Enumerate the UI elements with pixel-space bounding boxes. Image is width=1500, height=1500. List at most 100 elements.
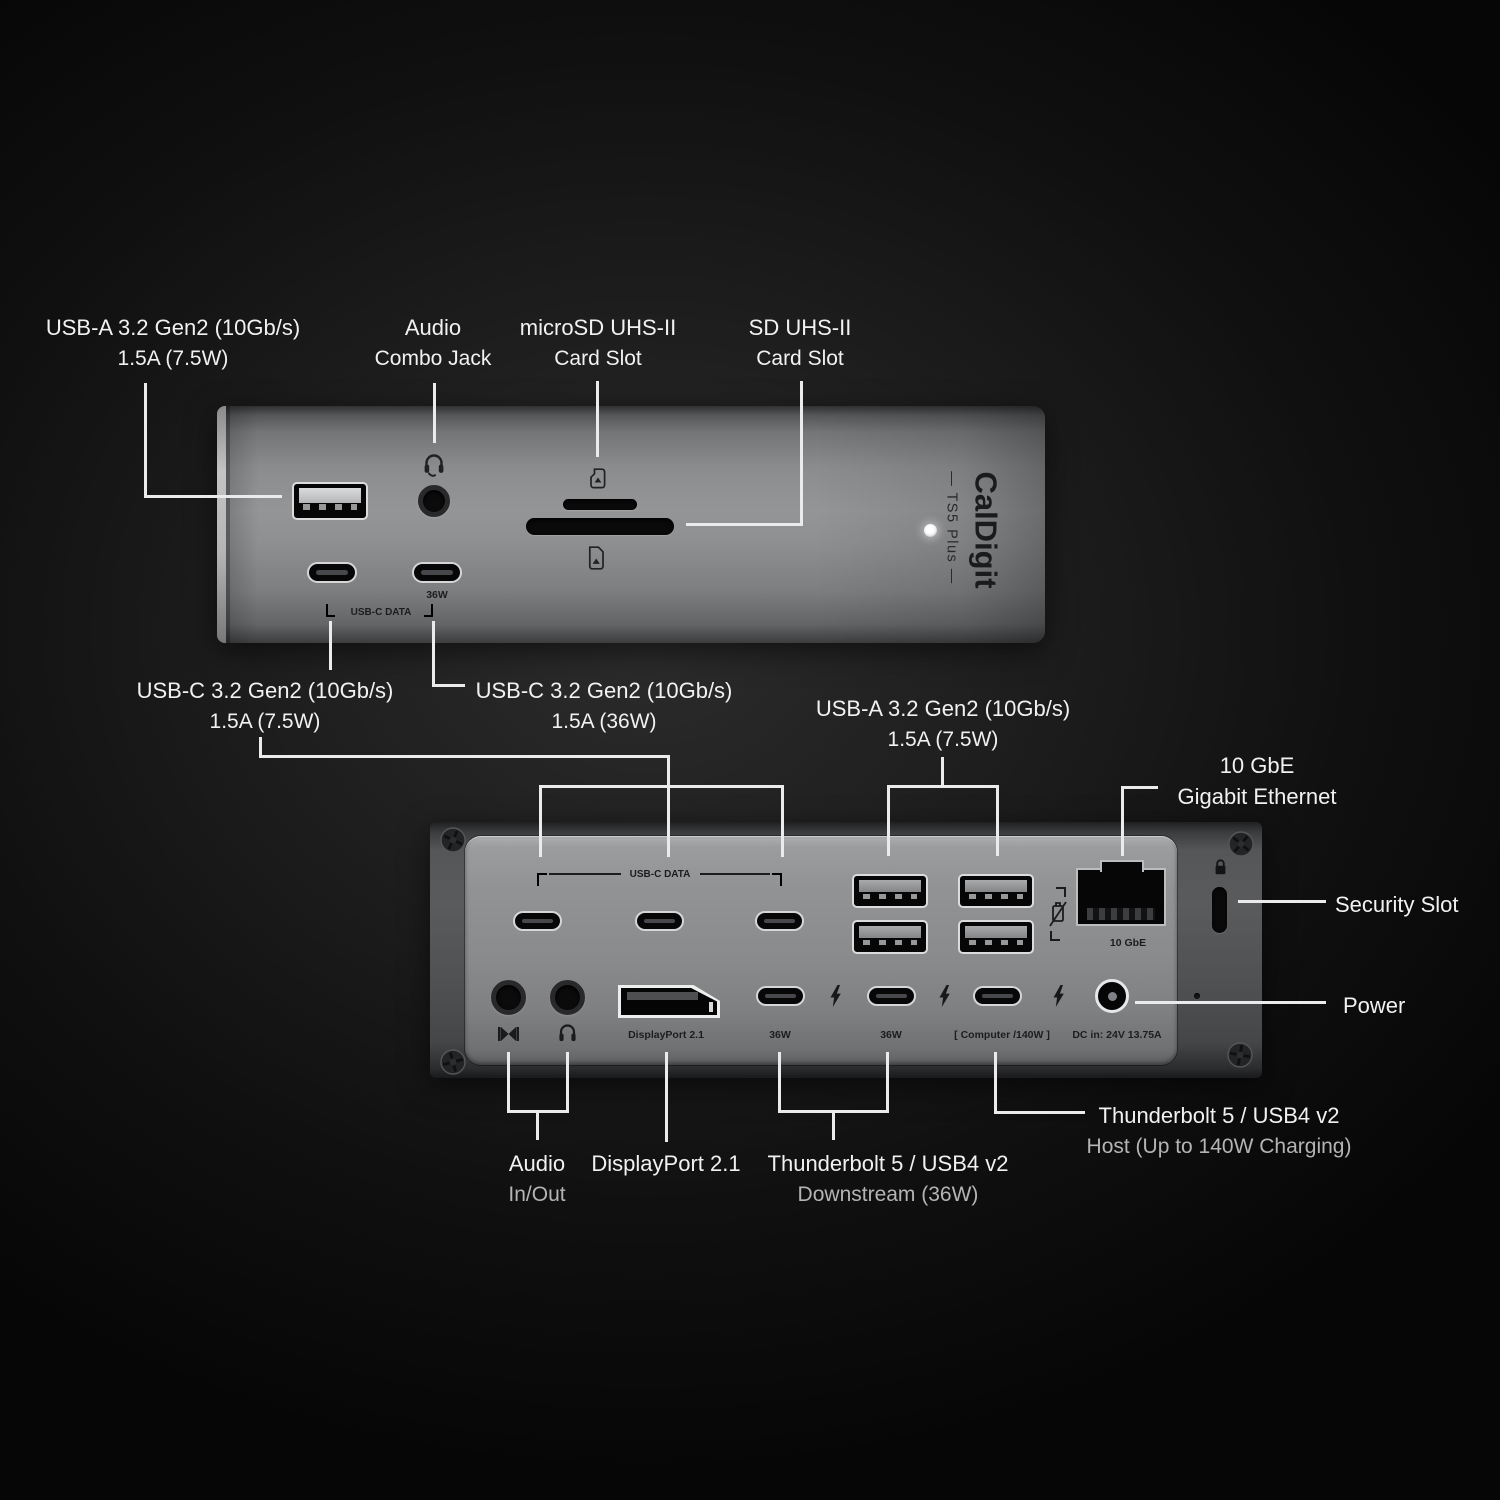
led-indicator bbox=[924, 524, 937, 537]
model-text: — TS5 Plus — bbox=[943, 471, 960, 585]
printed-dc-in: DC in: 24V 13.75A bbox=[1072, 1029, 1162, 1041]
thunderbolt-bolt-icon bbox=[938, 985, 951, 1007]
reset-pinhole bbox=[1194, 993, 1200, 999]
usb-c-port-front-1 bbox=[307, 562, 357, 583]
printed-bracket-left bbox=[326, 604, 335, 617]
audio-combo-jack bbox=[418, 485, 450, 517]
label-usbc-36: USB-C 3.2 Gen2 (10Gb/s) 1.5A (36W) bbox=[475, 678, 733, 733]
thunderbolt-bolt-icon bbox=[1052, 985, 1065, 1007]
displayport-port bbox=[618, 985, 720, 1018]
dc-power-jack bbox=[1095, 979, 1129, 1013]
screw-icon bbox=[1227, 1042, 1253, 1073]
printed-displayport: DisplayPort 2.1 bbox=[628, 1029, 704, 1041]
usb-c-data-port-3 bbox=[755, 911, 804, 931]
callout-line-usb-a-front bbox=[144, 495, 282, 498]
callout-line-usb-a-front bbox=[144, 383, 147, 498]
callout-line-ethernet bbox=[1121, 786, 1124, 856]
label-microsd: microSD UHS-II Card Slot bbox=[519, 315, 677, 370]
callout-line-usbc-75 bbox=[329, 621, 332, 670]
headset-icon bbox=[423, 452, 445, 478]
callout-bracket-usb-a-back bbox=[996, 785, 999, 856]
thunderbolt-bolt-icon bbox=[829, 985, 842, 1007]
printed-usb-c-data-back: USB-C DATA bbox=[629, 869, 691, 880]
label-security-slot: Security Slot bbox=[1335, 892, 1459, 917]
headphones-icon bbox=[558, 1022, 577, 1044]
printed-bracket-right bbox=[772, 873, 782, 886]
label-tb-host: Thunderbolt 5 / USB4 v2 Host (Up to 140W… bbox=[1086, 1103, 1352, 1158]
usb-a-port-back-2 bbox=[958, 874, 1034, 908]
callout-line-sd bbox=[686, 523, 803, 526]
back-io-panel: USB-C DATA bbox=[465, 836, 1177, 1065]
thunderbolt-port-host bbox=[973, 986, 1022, 1006]
callout-bracket-usbc-data bbox=[539, 785, 784, 788]
callout-line-sd bbox=[800, 381, 803, 526]
dock-front-view: 36W USB-C DATA — TS5 Plus — CalDigit bbox=[217, 406, 1045, 643]
printed-bracket-line-left bbox=[549, 873, 621, 875]
sd-card-slot bbox=[526, 518, 674, 535]
printed-36w-1: 36W bbox=[769, 1029, 791, 1041]
audio-inout-icon bbox=[498, 1026, 519, 1042]
usb-a-port-back-3 bbox=[852, 920, 928, 954]
callout-line-security bbox=[1238, 900, 1326, 903]
brand-logo: CalDigit bbox=[968, 471, 1004, 589]
callout-bracket-tb-downstream bbox=[832, 1110, 835, 1140]
callout-bracket-usb-a-back bbox=[887, 785, 999, 788]
usb-a-port-front bbox=[292, 482, 368, 520]
usb-c-port-front-2 bbox=[412, 562, 462, 583]
callout-line-power bbox=[1135, 1001, 1326, 1004]
battery-charging-icon bbox=[1048, 886, 1068, 942]
callout-line-usbc-data bbox=[667, 755, 670, 857]
callout-line-usbc-data bbox=[259, 737, 262, 758]
usb-a-tab bbox=[299, 488, 361, 503]
usb-c-data-port-2 bbox=[635, 911, 684, 931]
label-audio-combo: Audio Combo Jack bbox=[374, 315, 492, 370]
printed-bracket-left bbox=[537, 873, 547, 886]
callout-bracket-audio-io bbox=[566, 1052, 569, 1113]
usb-a-port-back-4 bbox=[958, 920, 1034, 954]
callout-bracket-usb-a-back bbox=[887, 785, 890, 856]
usb-a-port-back-1 bbox=[852, 874, 928, 908]
microsd-card-icon bbox=[589, 468, 607, 489]
screw-icon bbox=[1228, 831, 1254, 862]
callout-line-usbc-36 bbox=[432, 684, 465, 687]
label-sd: SD UHS-II Card Slot bbox=[748, 315, 852, 370]
audio-out-jack bbox=[550, 980, 585, 1015]
thunderbolt-port-downstream-1 bbox=[756, 986, 805, 1006]
microsd-card-slot bbox=[563, 499, 637, 510]
label-audio-io: Audio In/Out bbox=[508, 1151, 566, 1206]
printed-10gbe: 10 GbE bbox=[1109, 937, 1147, 949]
screw-icon bbox=[440, 1049, 466, 1080]
printed-bracket-line-right bbox=[700, 873, 770, 875]
callout-bracket-usbc-data bbox=[539, 785, 542, 857]
label-usbc-75: USB-C 3.2 Gen2 (10Gb/s) 1.5A (7.5W) bbox=[136, 678, 394, 733]
callout-line-usb-a-back bbox=[941, 757, 944, 788]
printed-36w-2: 36W bbox=[880, 1029, 902, 1041]
callout-line-tb-host bbox=[994, 1052, 997, 1114]
callout-bracket-tb-downstream bbox=[778, 1052, 781, 1113]
usb-a-pins bbox=[302, 504, 358, 510]
sd-card-icon bbox=[587, 546, 605, 570]
callout-line-tb-host bbox=[994, 1111, 1085, 1114]
security-slot bbox=[1212, 887, 1227, 933]
printed-36w-front: 36W bbox=[426, 589, 448, 601]
label-displayport: DisplayPort 2.1 bbox=[591, 1151, 741, 1176]
callout-bracket-tb-downstream bbox=[886, 1052, 889, 1113]
thunderbolt-port-downstream-2 bbox=[867, 986, 916, 1006]
callout-line-usbc-36 bbox=[432, 621, 435, 687]
callout-bracket-usbc-data bbox=[781, 785, 784, 857]
label-tb-downstream: Thunderbolt 5 / USB4 v2 Downstream (36W) bbox=[767, 1151, 1009, 1206]
dock-back-view: USB-C DATA bbox=[430, 822, 1262, 1078]
callout-bracket-audio-io bbox=[507, 1052, 510, 1113]
front-left-edge-shadow bbox=[226, 406, 230, 643]
callout-bracket-audio-io bbox=[536, 1110, 539, 1140]
callout-line-audio-combo bbox=[433, 383, 436, 443]
callout-line-microsd bbox=[596, 381, 599, 457]
ethernet-port bbox=[1076, 860, 1166, 926]
front-left-edge-highlight bbox=[217, 406, 226, 643]
callout-line-usbc-data bbox=[259, 755, 670, 758]
audio-in-jack bbox=[491, 980, 526, 1015]
printed-bracket-right bbox=[424, 604, 433, 617]
lock-icon bbox=[1215, 858, 1226, 875]
label-power: Power bbox=[1343, 993, 1406, 1018]
